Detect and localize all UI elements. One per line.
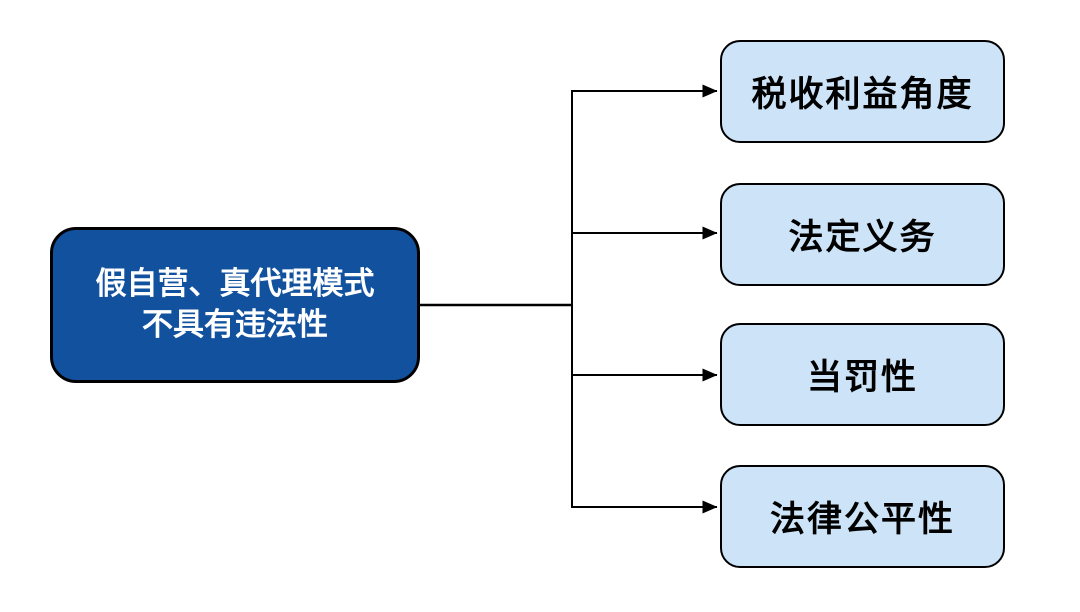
- branch-node-label: 当罚性: [806, 357, 918, 398]
- branch-node-label: 法律公平性: [769, 499, 955, 540]
- branch-node-label: 税收利益角度: [751, 74, 974, 115]
- root-node-label-line2: 不具有违法性: [142, 307, 328, 343]
- branch-node-legal-fairness: 法律公平性: [720, 465, 1005, 568]
- branch-node-punishability: 当罚性: [720, 323, 1005, 426]
- branch-node-label: 法定义务: [788, 217, 937, 258]
- root-node: 假自营、真代理模式 不具有违法性: [50, 227, 420, 383]
- branch-node-tax-benefit: 税收利益角度: [720, 40, 1005, 143]
- root-node-label-line1: 假自营、真代理模式: [95, 266, 375, 303]
- branch-node-legal-obligation: 法定义务: [720, 183, 1005, 286]
